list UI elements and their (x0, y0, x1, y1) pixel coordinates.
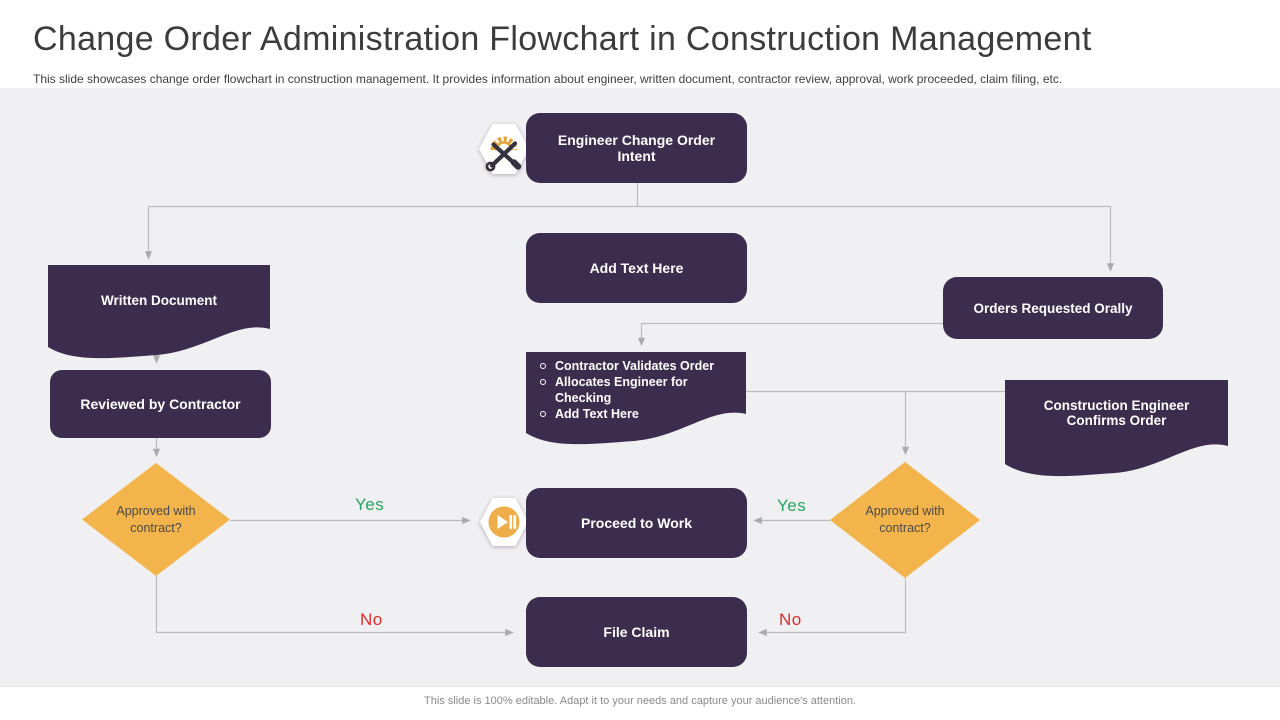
bullet-list: Contractor Validates Order Allocates Eng… (540, 358, 736, 422)
node-label: Construction Engineer Confirms Order (1043, 398, 1190, 428)
bullet-item: Allocates Engineer for Checking (540, 374, 736, 406)
node-label: Add Text Here (589, 260, 684, 276)
decision-label: Approved with contract? (116, 503, 196, 535)
node-reviewed-by-contractor[interactable]: Reviewed by Contractor (50, 370, 271, 438)
node-label: Engineer Change Order Intent (557, 132, 716, 164)
edge-label-yes-right: Yes (777, 496, 807, 515)
bullet-icon (540, 378, 546, 385)
bullet-text: Allocates Engineer for Checking (555, 375, 688, 405)
bullet-text: Add Text Here (555, 407, 639, 421)
bullet-icon (540, 362, 546, 369)
node-engineer-change-order-intent[interactable]: Engineer Change Order Intent (526, 113, 747, 183)
footer-text: This slide is 100% editable. Adapt it to… (424, 695, 856, 707)
slide-header: Change Order Administration Flowchart in… (0, 0, 1280, 88)
page-title: Change Order Administration Flowchart in… (33, 20, 1092, 58)
decision-approved-with-contract-left[interactable]: Approved with contract? (82, 463, 230, 576)
node-label: File Claim (603, 624, 670, 640)
edge-label-no-left: No (360, 610, 383, 629)
edge-label-no-right: No (779, 610, 802, 629)
decision-approved-with-contract-right[interactable]: Approved with contract? (830, 462, 980, 578)
node-label: Reviewed by Contractor (80, 396, 241, 412)
play-icon (479, 494, 529, 550)
node-label: Proceed to Work (581, 515, 692, 531)
slide-footer: This slide is 100% editable. Adapt it to… (0, 686, 1280, 720)
decision-label: Approved with contract? (865, 504, 945, 535)
page-subtitle: This slide showcases change order flowch… (33, 72, 1063, 86)
node-add-text-here[interactable]: Add Text Here (526, 233, 747, 303)
node-label: Orders Requested Orally (973, 300, 1133, 316)
node-file-claim[interactable]: File Claim (526, 597, 747, 667)
bullet-icon (540, 410, 546, 417)
bullet-text: Contractor Validates Order (555, 359, 715, 373)
node-proceed-to-work[interactable]: Proceed to Work (526, 488, 747, 558)
node-written-document[interactable]: Written Document (48, 265, 270, 361)
bullet-item: Contractor Validates Order (540, 358, 736, 374)
node-label: Written Document (100, 292, 217, 308)
node-contractor-validates-order[interactable]: Contractor Validates Order Allocates Eng… (526, 352, 746, 446)
gear-tools-icon (478, 120, 530, 178)
bullet-item: Add Text Here (540, 406, 736, 422)
node-construction-engineer-confirms-order[interactable]: Construction Engineer Confirms Order (1005, 380, 1228, 478)
node-orders-requested-orally[interactable]: Orders Requested Orally (943, 277, 1163, 339)
edge-label-yes-left: Yes (355, 495, 385, 514)
